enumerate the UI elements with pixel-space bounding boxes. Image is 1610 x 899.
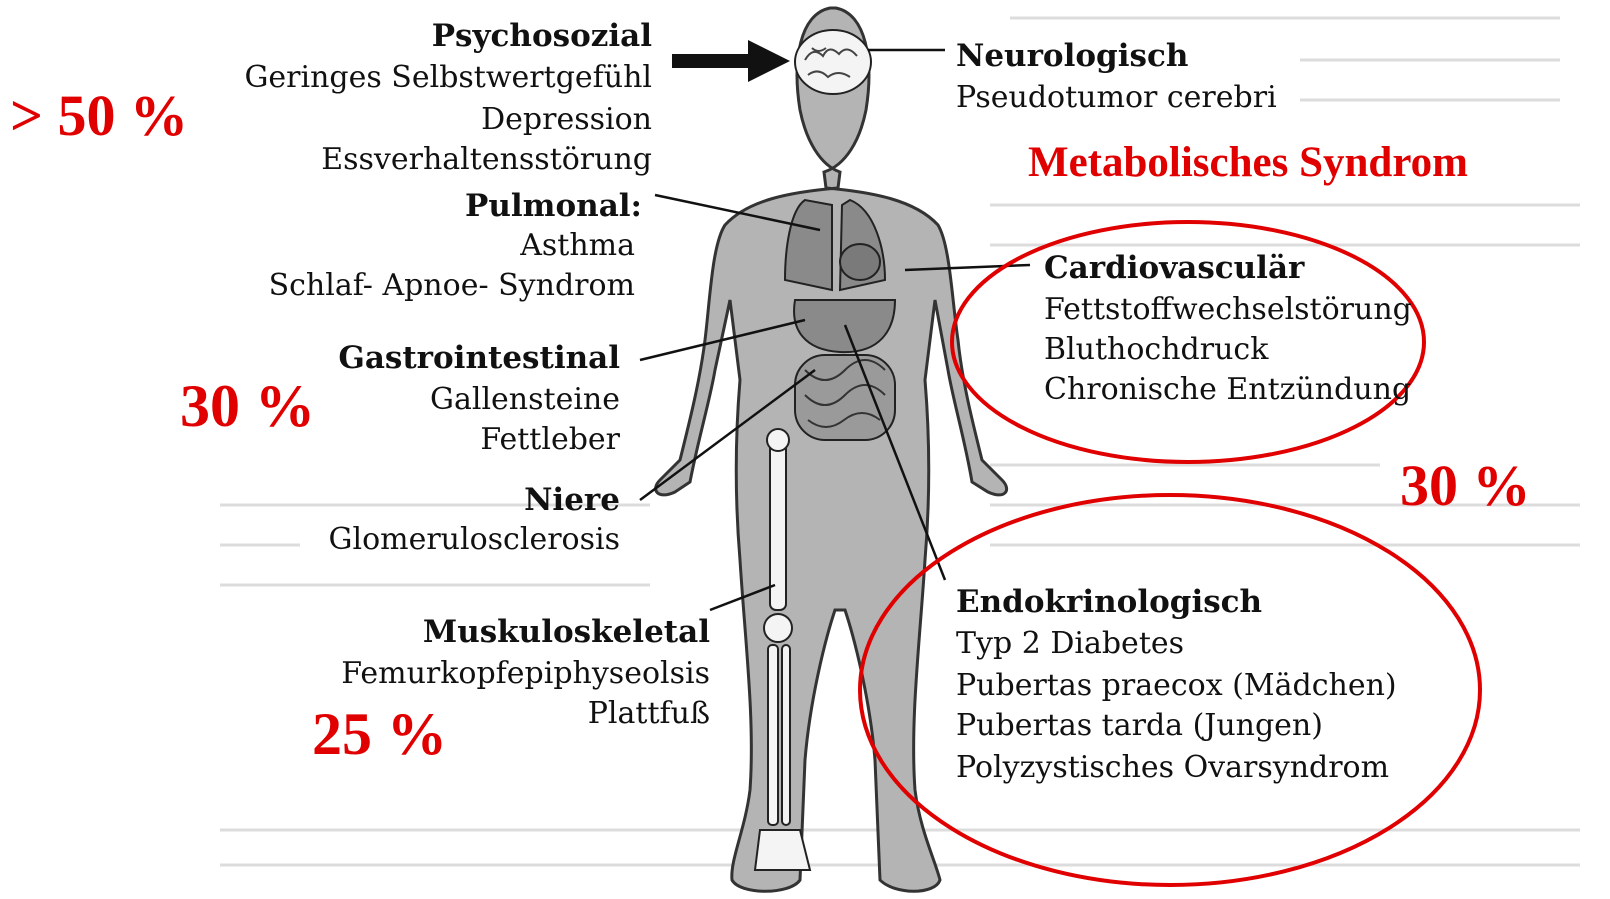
cardiovasculaer-item: Bluthochdruck (1044, 332, 1268, 367)
intestine-drawing (795, 355, 895, 440)
muskuloskeletal-item: Femurkopfepiphyseolsis (341, 656, 710, 691)
gastrointestinal-item: Gallensteine (430, 382, 620, 417)
psychosozial-title: Psychosozial (432, 18, 652, 54)
heart-drawing (840, 244, 880, 280)
endokrinologisch-item: Polyzystisches Ovarsyndrom (956, 750, 1389, 785)
neurologisch-title: Neurologisch (956, 38, 1188, 74)
musculoskeletal-percentage: 25 % (312, 700, 447, 769)
endokrinologisch-title: Endokrinologisch (956, 584, 1262, 620)
neurologisch-item: Pseudotumor cerebri (956, 80, 1277, 115)
cardiovasculaer-item: Fettstoffwechselstörung (1044, 292, 1412, 327)
endokrinologisch-item: Typ 2 Diabetes (956, 626, 1184, 661)
pulmonal-item: Asthma (520, 228, 635, 263)
cardiovasculaer-item: Chronische Entzündung (1044, 372, 1411, 407)
gastrointestinal-item: Fettleber (480, 422, 620, 457)
muskuloskeletal-title: Muskuloskeletal (423, 614, 710, 650)
gastrointestinal-title: Gastrointestinal (338, 340, 620, 376)
pulmonal-title: Pulmonal: (465, 188, 642, 224)
gastrointestinal-percentage: 30 % (180, 372, 315, 441)
niere-item: Glomerulosclerosis (329, 522, 620, 557)
metabolic-syndrome-title: Metabolisches Syndrom (1028, 138, 1468, 187)
brain-drawing (795, 30, 871, 94)
psychosocial-percentage: > 50 % (10, 82, 188, 149)
arrow-icon (672, 40, 790, 82)
psychosozial-item: Geringes Selbstwertgefühl (244, 60, 652, 95)
niere-title: Niere (524, 482, 620, 518)
psychosozial-item: Depression (481, 102, 652, 137)
endokrinologisch-item: Pubertas tarda (Jungen) (956, 708, 1323, 743)
pulmonal-item: Schlaf- Apnoe- Syndrom (269, 268, 635, 303)
psychosozial-item: Essverhaltensstörung (321, 142, 652, 177)
metabolic-percentage: 30 % (1400, 452, 1531, 519)
cardiovasculaer-title: Cardiovasculär (1044, 250, 1304, 286)
endokrinologisch-item: Pubertas praecox (Mädchen) (956, 668, 1397, 703)
muskuloskeletal-item: Plattfuß (588, 696, 710, 731)
